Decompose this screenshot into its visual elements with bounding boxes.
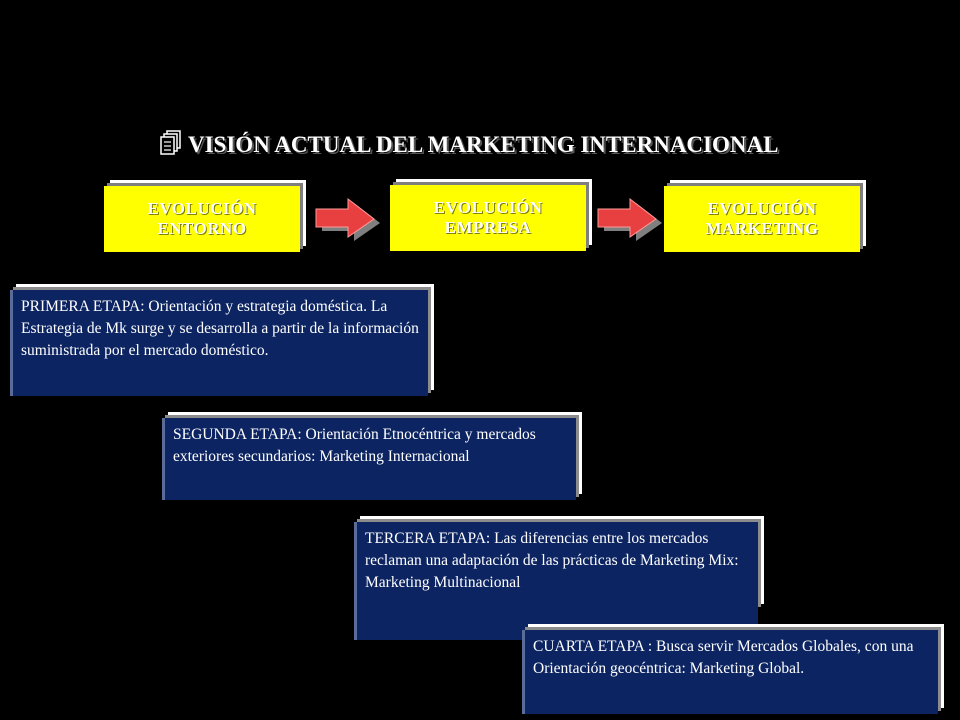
evolution-box-label: EVOLUCIÓN MARKETING xyxy=(705,199,819,238)
title-text: VISIÓN ACTUAL DEL MARKETING INTERNACIONA… xyxy=(188,132,779,157)
evolution-box-label: EVOLUCIÓN ENTORNO xyxy=(147,199,257,238)
stage-text: SEGUNDA ETAPA: Orientación Etnocéntrica … xyxy=(162,418,576,500)
stage-text: CUARTA ETAPA : Busca servir Mercados Glo… xyxy=(522,630,938,714)
document-stack-icon xyxy=(160,130,181,155)
evolution-box-empresa: EVOLUCIÓN EMPRESA xyxy=(390,179,592,251)
stage-text: TERCERA ETAPA: Las diferencias entre los… xyxy=(354,522,758,640)
page-title: VISIÓN ACTUAL DEL MARKETING INTERNACIONA… xyxy=(160,128,840,162)
evolution-box-entorno: EVOLUCIÓN ENTORNO xyxy=(104,180,306,252)
arrow-right-icon xyxy=(597,197,662,241)
arrow-right-icon xyxy=(315,197,380,241)
stage-text: PRIMERA ETAPA: Orientación y estrategia … xyxy=(10,290,428,396)
evolution-box-label: EVOLUCIÓN EMPRESA xyxy=(433,198,543,237)
evolution-box-marketing: EVOLUCIÓN MARKETING xyxy=(664,180,866,252)
